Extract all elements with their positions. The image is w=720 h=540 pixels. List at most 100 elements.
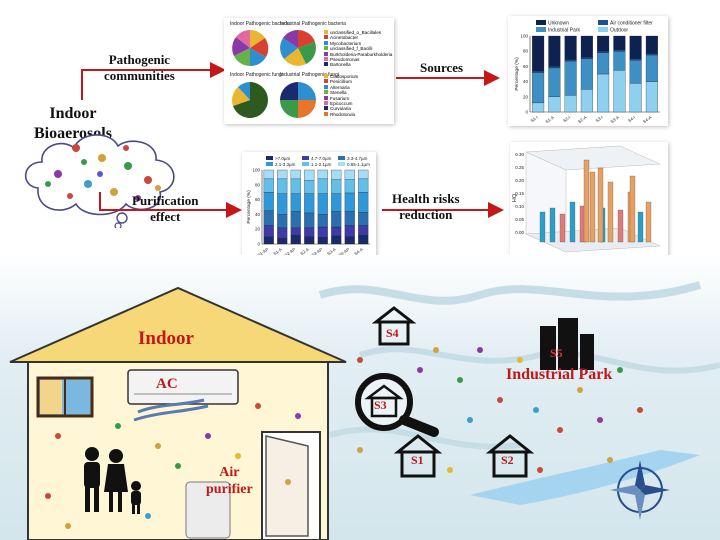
bar-segment <box>290 211 301 228</box>
bar-segment <box>290 234 301 245</box>
bar-segment <box>344 192 355 212</box>
bar-segment <box>613 51 626 71</box>
bar-segment <box>613 35 626 50</box>
legend-item: Pseudomonas <box>324 57 392 62</box>
pathogen-pie-panel: Indoor Pathogenic bacteria Industrial Pa… <box>224 18 394 124</box>
y-axis-label: HQ <box>512 193 518 202</box>
bar-segment <box>532 70 545 73</box>
bar-segment <box>277 214 288 228</box>
x-tick-label: S1-A <box>544 115 555 125</box>
bar-segment <box>344 225 355 237</box>
bar-segment <box>548 67 561 97</box>
pathogenic-communities-label: Pathogenic communities <box>104 52 175 83</box>
bar-segment <box>304 169 315 181</box>
x-tick-label: S4-A <box>353 247 364 257</box>
bar-segment <box>331 193 342 212</box>
y-tick-label: 0.10 <box>515 204 524 209</box>
y-tick-label: 0.05 <box>515 217 524 222</box>
bar-segment <box>317 169 328 180</box>
x-tick-label: S3-A <box>609 115 620 125</box>
bar-segment <box>317 193 328 215</box>
hq-bar <box>583 159 590 243</box>
legend-swatch <box>598 20 608 25</box>
y-tick-label: 20 <box>523 94 529 99</box>
bar-segment <box>645 81 658 113</box>
bar-segment <box>564 59 577 62</box>
bar-segment <box>290 178 301 194</box>
bar-segment <box>597 51 610 53</box>
indoor-house <box>9 286 347 540</box>
bar-segment <box>277 178 288 194</box>
y-tick-label: 80 <box>255 182 261 187</box>
y-tick-label: 20 <box>255 227 261 232</box>
hq-bar <box>569 201 576 243</box>
legend-swatch <box>338 162 345 166</box>
legend-label: 0.65-1.1µm <box>347 162 370 167</box>
bar-segment <box>317 178 328 194</box>
legend-label: 3.3-4.7µm <box>347 156 368 161</box>
y-tick-label: 80 <box>523 49 529 54</box>
bar-segment <box>358 234 369 245</box>
bar-segment <box>597 52 610 75</box>
bar-segment <box>597 73 610 113</box>
hq-bar <box>549 207 556 243</box>
sources-label: Sources <box>420 60 464 75</box>
bar-segment <box>532 35 545 72</box>
site-s3-magnifier <box>355 373 439 437</box>
x-tick-label: S1-AP <box>257 247 270 258</box>
legend-label: Industrial Park <box>548 28 580 34</box>
y-tick-label: 0.30 <box>515 152 524 157</box>
bar-segment <box>344 211 355 226</box>
bar-segment <box>358 212 369 226</box>
bar-segment <box>331 169 342 180</box>
y-tick-label: 0 <box>257 242 260 247</box>
x-tick-label: S4-AP <box>338 247 351 258</box>
bar-segment <box>277 237 288 245</box>
bar-segment <box>263 192 274 211</box>
x-tick-label: S4-A <box>642 115 653 125</box>
site-s5-label: S5 <box>550 346 563 360</box>
legend-swatch <box>338 156 345 160</box>
y-axis-label: Percentage (%) <box>514 57 520 91</box>
pie-title-4: Industrial Pathogenic fungi <box>280 72 339 78</box>
bar-segment <box>548 66 561 69</box>
hq-bar <box>597 167 604 243</box>
site-s2-house <box>485 434 535 478</box>
legend-item: Fusarium <box>324 95 392 101</box>
x-tick-label: S2-I <box>562 115 571 124</box>
hq-bar <box>629 175 636 243</box>
pie-title-3: Indoor Pathogenic fungi <box>230 72 283 78</box>
x-tick-label: S4-I <box>627 115 636 124</box>
bar-segment <box>564 60 577 96</box>
y-tick-label: 60 <box>523 64 529 69</box>
bar-segment <box>613 70 626 113</box>
hq-bar <box>589 171 596 243</box>
health-risks-label: Health risks reduction <box>392 191 460 222</box>
hq-bar <box>539 211 546 243</box>
bar-segment <box>331 226 342 237</box>
bar-segment <box>629 58 642 61</box>
bar-segment <box>304 193 315 214</box>
legend-swatch <box>266 162 273 166</box>
bar-segment <box>564 35 577 60</box>
bar-segment <box>331 235 342 245</box>
legend-swatch <box>598 27 608 32</box>
bar-segment <box>331 211 342 228</box>
y-tick-label: 0.15 <box>515 191 524 196</box>
legend-label: 4.7-7.0µm <box>311 156 332 161</box>
site-s3-label: S3 <box>374 398 387 412</box>
x-tick-label: S1-A <box>272 247 283 257</box>
legend-label: 2.1-3.3µm <box>275 162 296 167</box>
y-axis-label: Percentage (%) <box>246 190 252 224</box>
y-tick-label: 0 <box>525 110 528 115</box>
legend-item: Bartonella <box>324 62 392 67</box>
indoor-label: Indoor <box>138 328 194 349</box>
hq-bar <box>617 209 624 243</box>
bar-segment <box>548 96 561 113</box>
legend-item: Curvularia <box>324 106 392 111</box>
